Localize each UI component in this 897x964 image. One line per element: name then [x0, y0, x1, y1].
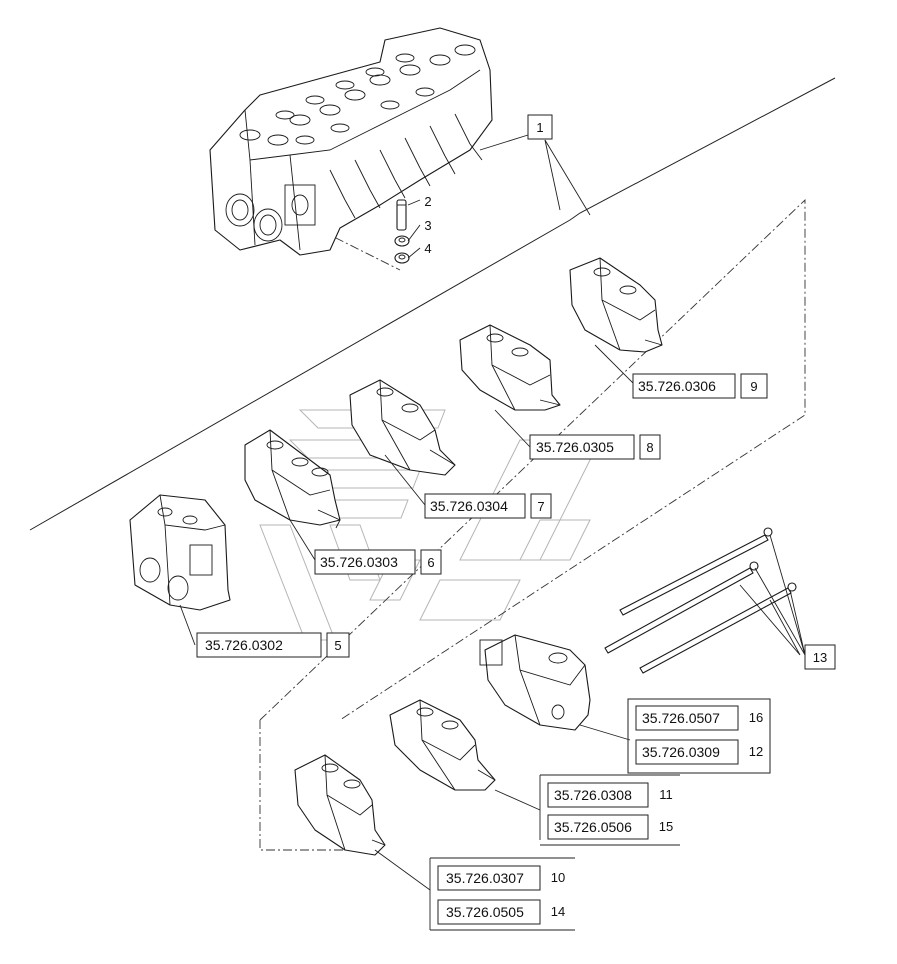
item-number-16: 16: [749, 710, 763, 725]
item-number-9: 9: [750, 379, 757, 394]
part-ref-16: 35.726.0507: [642, 710, 720, 726]
item-number-15: 15: [659, 819, 673, 834]
section-boundary: [259, 198, 806, 721]
part-ref-5: 35.726.0302: [205, 637, 283, 653]
part-ref-12: 35.726.0309: [642, 744, 720, 760]
valve-section-icon: [459, 324, 561, 411]
part-ref-11: 35.726.0308: [554, 787, 632, 803]
washer-icon: [394, 235, 410, 247]
callout-9[interactable]: 35.726.0306 9: [632, 373, 768, 399]
item-number-13: 13: [813, 650, 827, 665]
callout-group-section-10: [430, 857, 575, 931]
item-number-12: 12: [749, 744, 763, 759]
part-ref-7: 35.726.0304: [430, 498, 508, 514]
callout-15[interactable]: 35.726.0506 15: [547, 814, 678, 840]
valve-section-icon: [129, 494, 231, 611]
part-ref-8: 35.726.0305: [536, 439, 614, 455]
valve-section-icon: [294, 754, 386, 856]
callout-16[interactable]: 35.726.0507 16: [635, 705, 768, 731]
callout-14[interactable]: 35.726.0505 14: [437, 899, 570, 925]
valve-section-icon: [569, 257, 663, 353]
callout-11[interactable]: 35.726.0308 11: [547, 782, 678, 808]
item-number-5: 5: [334, 638, 341, 653]
part-ref-15: 35.726.0506: [554, 819, 632, 835]
part-ref-9: 35.726.0306: [638, 378, 716, 394]
valve-section-icon: [244, 429, 341, 529]
callout-group-outlet: [627, 698, 771, 774]
item-number-4: 4: [424, 241, 431, 256]
callout-6[interactable]: 35.726.0303 6: [314, 549, 442, 575]
item-number-7: 7: [537, 499, 544, 514]
nut-icon: [394, 252, 410, 264]
item-number-11: 11: [659, 787, 673, 802]
valve-section-icon: [349, 379, 456, 476]
callout-5[interactable]: 35.726.0302 5: [196, 632, 350, 658]
valve-section-icon: [479, 634, 591, 731]
screw-icon: [396, 199, 407, 231]
part-ref-14: 35.726.0505: [446, 904, 524, 920]
leader-lines: [179, 134, 806, 930]
callout-8[interactable]: 35.726.0305 8: [529, 434, 661, 460]
tie-rod-icon: [604, 527, 797, 674]
item-number-14: 14: [551, 904, 565, 919]
callout-7[interactable]: 35.726.0304 7: [424, 493, 552, 519]
part-ref-6: 35.726.0303: [320, 554, 398, 570]
callout-13[interactable]: 13: [804, 644, 836, 670]
part-ref-10: 35.726.0307: [446, 870, 524, 886]
callout-group-section-11: [540, 774, 680, 846]
item-number-10: 10: [551, 870, 565, 885]
item-number-1: 1: [536, 120, 543, 135]
item-number-2: 2: [424, 194, 431, 209]
control-valve-block-icon: [209, 27, 493, 256]
callout-3[interactable]: 3: [424, 218, 431, 233]
callout-12[interactable]: 35.726.0309 12: [635, 739, 768, 765]
section-divider-line: [29, 77, 836, 531]
callout-4[interactable]: 4: [424, 241, 431, 256]
callout-1[interactable]: 1: [527, 114, 553, 140]
item-number-3: 3: [424, 218, 431, 233]
callout-10[interactable]: 35.726.0307 10: [437, 865, 570, 891]
item-number-6: 6: [427, 555, 434, 570]
assembly-boundary: [319, 229, 401, 271]
valve-section-icon: [389, 699, 496, 791]
callout-2[interactable]: 2: [424, 194, 431, 209]
item-number-8: 8: [646, 440, 653, 455]
